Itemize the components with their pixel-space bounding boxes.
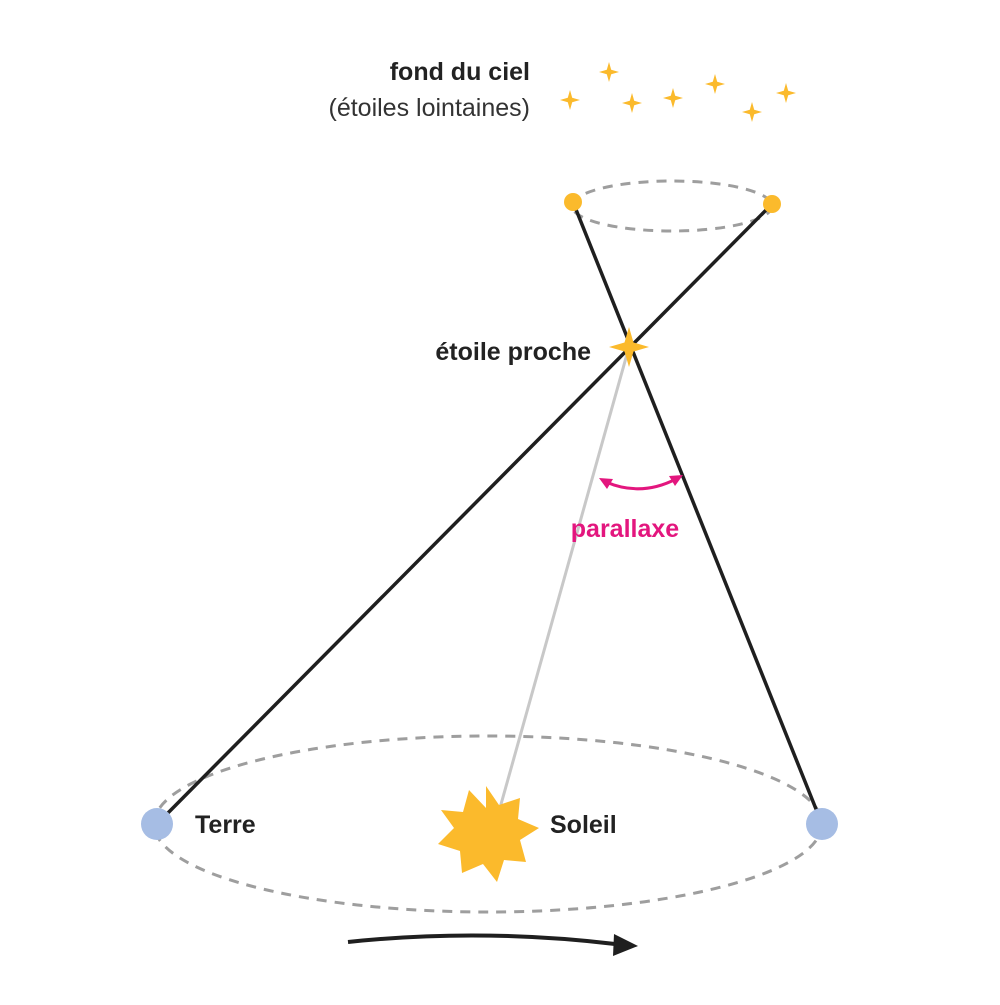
earth-label: Terre [195, 811, 256, 839]
parallax-arrowhead-left-icon [599, 478, 613, 489]
orbit-arrowhead-icon [613, 934, 638, 956]
apparent-star-path [570, 179, 774, 233]
distant-star-icon [742, 102, 762, 122]
parallax-arc [605, 477, 677, 491]
sky-background-sublabel: (étoiles lointaines) [329, 94, 531, 122]
sightline-right-earth [571, 201, 824, 825]
distant-star-icon [622, 93, 642, 113]
sky-background-label: fond du ciel [390, 58, 530, 86]
apparent-position-right-dot [763, 195, 781, 213]
sun-sightline [496, 346, 631, 816]
near-star-label: étoile proche [435, 338, 591, 366]
parallax-arrowhead-right-icon [669, 475, 683, 486]
distant-star-icon [663, 88, 683, 108]
distant-star-icon [560, 90, 580, 110]
sightline-left-earth [155, 202, 774, 826]
distant-star-icon [705, 74, 725, 94]
orbit-direction-arrow [347, 933, 616, 946]
sun-label: Soleil [550, 811, 617, 839]
sun-icon [438, 786, 539, 882]
apparent-position-left-dot [564, 193, 582, 211]
distant-stars [560, 62, 796, 122]
earth-left-icon [141, 808, 173, 840]
distant-star-icon [776, 83, 796, 103]
parallax-label: parallaxe [571, 515, 680, 543]
earth-right-icon [806, 808, 838, 840]
distant-star-icon [599, 62, 619, 82]
near-star-icon [609, 327, 649, 367]
